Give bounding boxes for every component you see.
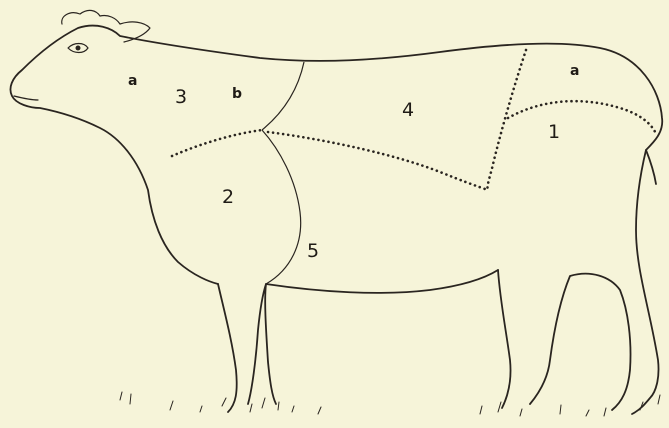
label-leg-1: 1 <box>548 123 560 142</box>
dotted-line-back <box>268 132 488 190</box>
dotted-line-neck <box>172 130 262 156</box>
front-legs-outline <box>218 284 276 412</box>
mouth-line <box>14 96 38 100</box>
ear-outline <box>62 10 150 42</box>
hind-legs-outline <box>498 270 631 410</box>
label-loin-a: a <box>570 64 579 78</box>
label-back-4: 4 <box>402 101 414 120</box>
dotted-line-leg <box>508 101 656 134</box>
eye-pupil <box>76 46 81 51</box>
dotted-line-rump <box>487 50 526 192</box>
label-breast-5: 5 <box>307 242 319 261</box>
label-head-a: a <box>128 74 137 88</box>
label-shoulder-2: 2 <box>222 188 234 207</box>
label-neck-b: b <box>232 87 242 101</box>
cut-line-neck-back <box>262 62 304 130</box>
cut-line-shoulder <box>262 130 301 284</box>
grass-tufts <box>120 392 660 416</box>
belly-outline <box>266 270 498 293</box>
sheep-outline <box>10 26 662 414</box>
label-neck-3: 3 <box>175 88 187 107</box>
tail-outline <box>646 150 656 184</box>
